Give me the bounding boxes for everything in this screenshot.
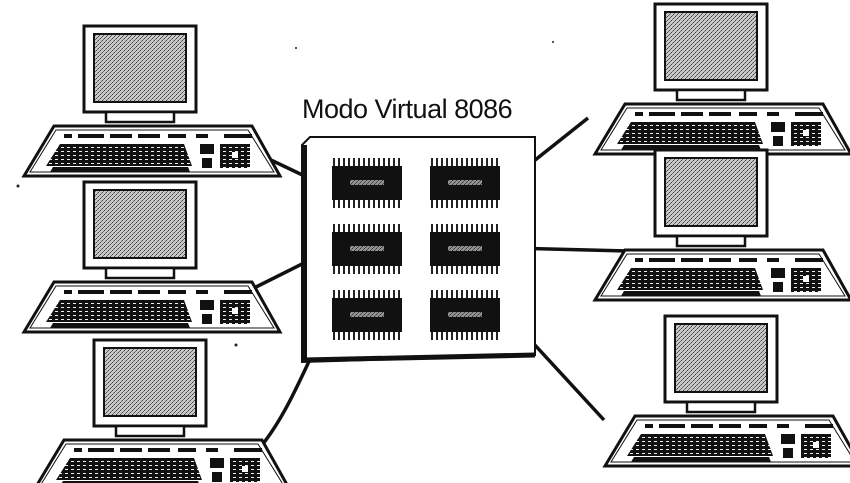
- memory-chip: [430, 224, 500, 274]
- terminal-mid-left: [22, 180, 282, 334]
- memory-chip: [332, 224, 402, 274]
- diagram-title: Modo Virtual 8086: [302, 94, 513, 124]
- terminal-bottom-right: [603, 314, 850, 468]
- terminal-bottom-left: [32, 338, 292, 483]
- memory-chip: [332, 158, 402, 208]
- processor-board: [301, 136, 536, 364]
- memory-chip: [430, 158, 500, 208]
- memory-chip: [430, 290, 500, 340]
- terminal-top-left: [22, 24, 282, 178]
- terminal-top-right: [593, 2, 850, 156]
- terminal-mid-right: [593, 148, 850, 302]
- memory-chip: [332, 290, 402, 340]
- scan-specks: [16, 41, 554, 347]
